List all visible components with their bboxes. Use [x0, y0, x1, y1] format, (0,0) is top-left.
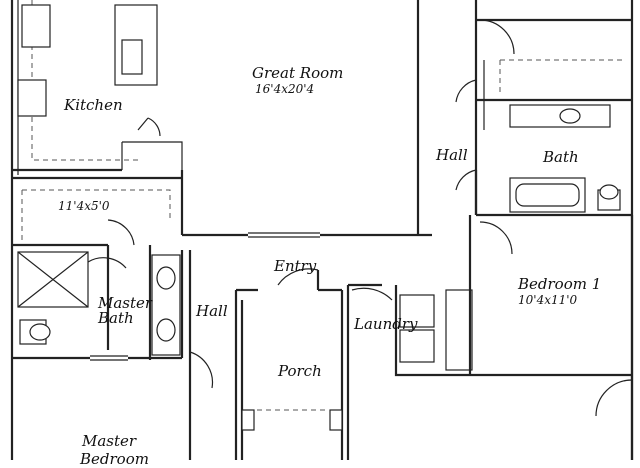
pantry-door — [137, 117, 161, 137]
hall-left-wall — [188, 250, 238, 460]
closet-shelving — [21, 189, 171, 240]
kitchen-bottom-wall — [12, 168, 184, 235]
bedroom1-walls — [468, 215, 634, 460]
closet-door — [107, 219, 135, 246]
entry-door — [277, 268, 319, 286]
entry-walls — [236, 270, 344, 460]
laundry-door — [351, 287, 393, 301]
bedroom1-door — [479, 221, 513, 255]
closet-dim: 11'4x5'0 — [58, 199, 110, 213]
porch-label: Porch — [278, 362, 322, 380]
hall-right-label: Hall — [436, 146, 468, 164]
dryer — [399, 329, 435, 363]
top-bedroom-door — [479, 19, 515, 55]
entry-label: Entry — [274, 257, 317, 275]
bath-hall-door — [455, 169, 477, 191]
master-bath-label-2: Bath — [98, 309, 134, 327]
kitchen-label: Kitchen — [64, 96, 123, 114]
bedroom1-label: Bedroom 1 — [518, 275, 602, 293]
bedroom1-dim: 10'4x11'0 — [518, 293, 578, 307]
bath-label: Bath — [543, 148, 579, 166]
master-bedroom-label-1: Master — [82, 432, 137, 450]
master-bath-label-1: Master — [98, 294, 153, 312]
laundry-label: Laundry — [354, 315, 418, 333]
fridge — [21, 4, 51, 48]
great-room-label: Great Room — [252, 64, 344, 82]
great-room-dim: 16'4x20'4 — [255, 82, 315, 96]
hall-closet-door — [455, 79, 477, 103]
kitchen-sink — [121, 39, 143, 75]
washer — [399, 294, 435, 328]
bath-walls — [474, 98, 632, 215]
range — [17, 79, 47, 117]
master-door — [189, 351, 214, 389]
laundry-walls — [346, 283, 632, 460]
hall-left-label: Hall — [196, 302, 228, 320]
bath-door — [87, 257, 127, 269]
